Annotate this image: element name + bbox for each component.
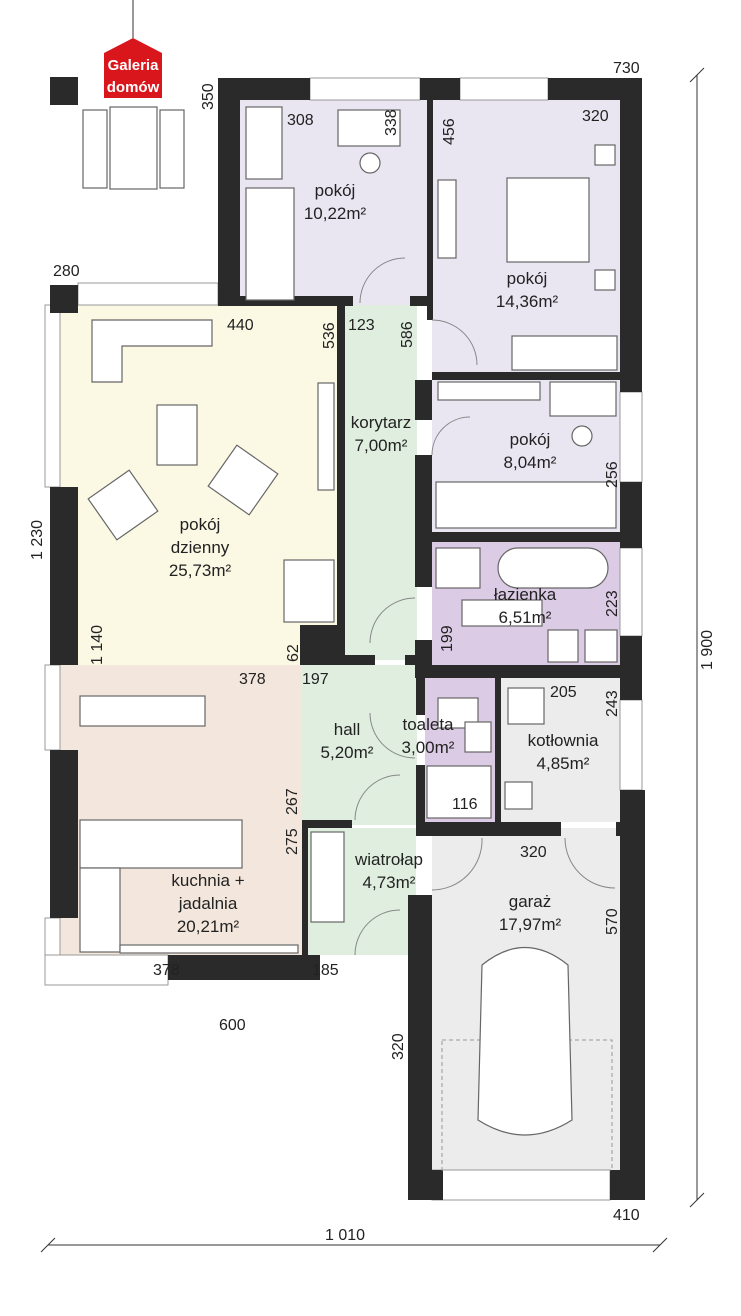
room-area: 3,00m² [402, 738, 455, 757]
room-hall [302, 665, 417, 825]
dim-label: 243 [604, 690, 621, 717]
room-name: korytarz [351, 413, 411, 432]
dim-label: 308 [287, 112, 314, 129]
dim-label: 378 [153, 962, 180, 979]
room-area: 5,20m² [321, 743, 374, 762]
dim-label: 536 [321, 322, 338, 349]
dim-label: 456 [441, 118, 458, 145]
room-area: 6,51m² [499, 608, 552, 627]
room-korytarz [345, 305, 417, 660]
dim-label: 338 [383, 109, 400, 136]
dim-label: 320 [520, 844, 547, 861]
dim-label: 267 [284, 788, 301, 815]
dim-label: 199 [439, 625, 456, 652]
dim-label: 378 [239, 671, 266, 688]
room-name: kuchnia + [171, 871, 244, 890]
dim-label: 350 [200, 83, 217, 110]
dim-label: 205 [550, 684, 577, 701]
dim-label: 320 [582, 108, 609, 125]
room-area: 10,22m² [304, 204, 367, 223]
room-area: 17,97m² [499, 915, 562, 934]
dim-label: 570 [604, 908, 621, 935]
room-name: garaż [509, 892, 552, 911]
dim-label: 123 [348, 317, 375, 334]
dim-label: 185 [312, 962, 339, 979]
dim-label: 440 [227, 317, 254, 334]
room-name: pokój [510, 430, 551, 449]
room-area: 4,73m² [363, 873, 416, 892]
logo-line1: Galeria [108, 57, 160, 74]
dim-label: 320 [390, 1033, 407, 1060]
dim-label: 1 900 [699, 630, 716, 670]
logo-line2: domów [107, 79, 160, 96]
room-area: 8,04m² [504, 453, 557, 472]
dim-label: 275 [284, 828, 301, 855]
dim-label: 1 140 [89, 625, 106, 665]
dim-label: 730 [613, 60, 640, 77]
dimension-lines [40, 67, 705, 1253]
dim-label: 600 [219, 1017, 246, 1034]
dimension-labels: 730 350 308 338 456 320 280 440 536 123 … [29, 60, 716, 1244]
dim-label: 280 [53, 263, 80, 280]
room-name: toaleta [402, 715, 454, 734]
room-area: 7,00m² [355, 436, 408, 455]
walls [50, 77, 645, 1200]
room-labels: pokój 10,22m² pokój 14,36m² korytarz 7,0… [169, 181, 599, 936]
room-name: łazienka [494, 585, 557, 604]
dim-label: 410 [613, 1207, 640, 1224]
room-name: wiatrołap [354, 850, 423, 869]
dim-label: 1 010 [325, 1227, 365, 1244]
furniture [79, 106, 618, 1171]
dim-label: 586 [399, 321, 416, 348]
doors [354, 257, 616, 956]
room-name: pokój [507, 269, 548, 288]
room-name-2: dzienny [171, 538, 230, 557]
room-name: kotłownia [528, 731, 599, 750]
room-area: 20,21m² [177, 917, 240, 936]
dim-label: 223 [604, 590, 621, 617]
dim-label: 1 230 [29, 520, 46, 560]
room-area: 4,85m² [537, 754, 590, 773]
room-name: pokój [315, 181, 356, 200]
dim-label: 116 [452, 796, 478, 813]
dim-label: 197 [302, 671, 329, 688]
room-name-2: jadalnia [178, 894, 238, 913]
dim-label: 62 [285, 644, 302, 662]
room-name: hall [334, 720, 360, 739]
room-name: pokój [180, 515, 221, 534]
room-area: 25,73m² [169, 561, 232, 580]
room-area: 14,36m² [496, 292, 559, 311]
galeria-domow-logo: Galeria domów [104, 0, 162, 98]
dim-label: 256 [604, 461, 621, 488]
